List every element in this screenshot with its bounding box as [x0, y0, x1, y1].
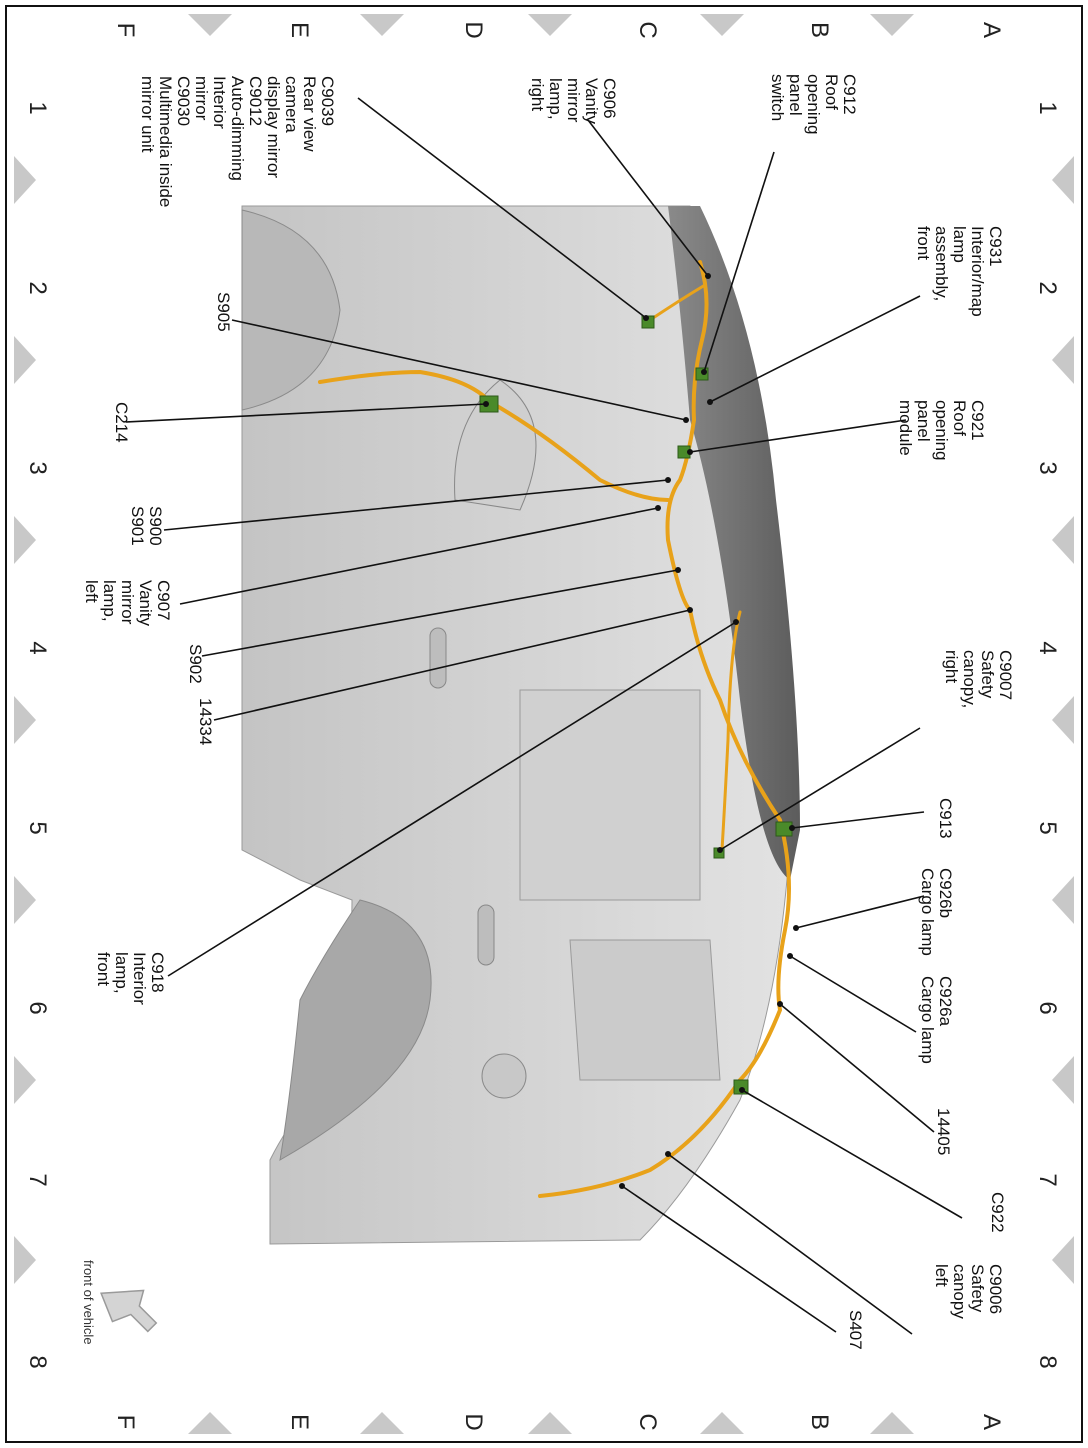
- row-label-bottom-b: B: [806, 1414, 833, 1430]
- col-label-right-8: 8: [1034, 1355, 1061, 1368]
- row-label-top-d: D: [460, 21, 487, 38]
- leader-c9006: [667, 1153, 913, 1335]
- leader-c907: [179, 507, 659, 605]
- leader-c906: [587, 119, 709, 277]
- leader-c9007: [719, 727, 921, 851]
- callout-s900: S900 S901: [128, 506, 165, 550]
- row-label-top-e: E: [286, 22, 313, 38]
- callout-c926b: C926b Cargo lamp: [918, 868, 955, 956]
- col-label-left-7: 7: [24, 1173, 51, 1186]
- sheet-border: [5, 5, 1083, 1443]
- leader-c913: [791, 811, 925, 829]
- leader-c922: [741, 1089, 963, 1219]
- col-label-right-4: 4: [1034, 641, 1061, 654]
- col-label-right-6: 6: [1034, 1001, 1061, 1014]
- leader-arrowheads: [483, 273, 799, 1189]
- leader-c926a: [789, 955, 917, 1033]
- callout-s407: S407: [846, 1310, 865, 1350]
- row-label-top-f: F: [112, 23, 139, 38]
- door-handle-mid: [477, 904, 495, 966]
- front-indicator-label: front of vehicle: [81, 1260, 96, 1345]
- callout-14405: 14405: [934, 1108, 953, 1155]
- callout-c9006: C9006 Safety canopy left: [932, 1264, 1005, 1324]
- leader-c921: [689, 419, 907, 453]
- row-label-bottom-c: C: [634, 1413, 661, 1430]
- arrow-icon: [100, 1289, 158, 1333]
- col-label-right-3: 3: [1034, 461, 1061, 474]
- callout-c921: C921 Roof opening panel module: [896, 400, 987, 465]
- callout-c913: C913: [936, 798, 955, 839]
- row-label-top-b: B: [806, 22, 833, 38]
- callout-c907: C907 Vanity mirror lamp, left: [82, 580, 173, 631]
- row-label-bottom-e: E: [286, 1414, 313, 1430]
- col-label-left-8: 8: [24, 1355, 51, 1368]
- sliding-door: [519, 689, 701, 901]
- row-label-bottom-d: D: [460, 1413, 487, 1430]
- leader-s905: [231, 319, 687, 421]
- col-label-right-1: 1: [1034, 101, 1061, 114]
- col-label-left-1: 1: [24, 101, 51, 114]
- row-label-bottom-a: A: [978, 1414, 1005, 1430]
- leader-s407: [621, 1185, 837, 1333]
- callout-c926a: C926a Cargo lamp: [918, 976, 955, 1064]
- callout-c9039: C9039 Rear view camera display mirror C9…: [138, 76, 337, 212]
- frame-diamonds: [14, 14, 1074, 1434]
- harness-canopy-right: [720, 610, 742, 852]
- fuel-cap: [481, 1053, 527, 1099]
- col-label-left-3: 3: [24, 461, 51, 474]
- leader-s900: [163, 479, 669, 531]
- door-handle-rear: [429, 627, 447, 689]
- leader-c918: [167, 621, 737, 977]
- callout-c931: C931 Interior/map lamp assembly, front: [914, 226, 1005, 321]
- leader-c931: [709, 295, 921, 403]
- callout-c922: C922: [988, 1192, 1007, 1233]
- callout-c9007: C9007 Safety canopy, right: [942, 650, 1015, 713]
- callout-c214: C214: [112, 402, 131, 443]
- col-label-right-5: 5: [1034, 821, 1061, 834]
- col-label-left-5: 5: [24, 821, 51, 834]
- leader-c214: [125, 403, 487, 423]
- col-label-left-6: 6: [24, 1001, 51, 1014]
- leader-c9039: [357, 97, 647, 319]
- harness-vanity-right: [648, 283, 707, 322]
- row-label-bottom-f: F: [112, 1415, 139, 1430]
- vehicle-illustration: [241, 205, 800, 1245]
- col-label-right-7: 7: [1034, 1173, 1061, 1186]
- leader-c926b: [795, 895, 925, 929]
- leader-14405: [779, 1003, 935, 1133]
- front-door: [569, 939, 721, 1081]
- rear-wheel-arch: [241, 209, 341, 411]
- leader-14334: [213, 609, 691, 721]
- col-label-right-2: 2: [1034, 281, 1061, 294]
- col-label-left-2: 2: [24, 281, 51, 294]
- front-indicator: front of vehicle: [81, 1260, 158, 1345]
- col-label-left-4: 4: [24, 641, 51, 654]
- callout-s902: S902: [186, 644, 205, 684]
- row-label-top-a: A: [978, 22, 1005, 38]
- leader-s902: [201, 569, 679, 657]
- callout-labels: C931 Interior/map lamp assembly, front C…: [82, 74, 1015, 1350]
- leader-lines: [125, 97, 963, 1335]
- callout-c918: C918 Interior lamp, front: [94, 952, 167, 1010]
- leader-c912: [703, 151, 775, 373]
- callout-c906: C906 Vanity mirror lamp, right: [528, 78, 619, 129]
- row-label-top-c: C: [634, 21, 661, 38]
- callout-s905: S905: [214, 292, 233, 332]
- callout-14334: 14334: [196, 698, 215, 745]
- side-window: [454, 379, 537, 511]
- callout-c912: C912 Roof opening panel switch: [768, 74, 859, 139]
- grid-labels: 1 2 3 4 5 6 7 8 1 2 3 4 5 6 7 8 A B C D …: [24, 21, 1061, 1430]
- front-wheel-arch: [279, 899, 432, 1161]
- harness-main-roof: [538, 260, 791, 1198]
